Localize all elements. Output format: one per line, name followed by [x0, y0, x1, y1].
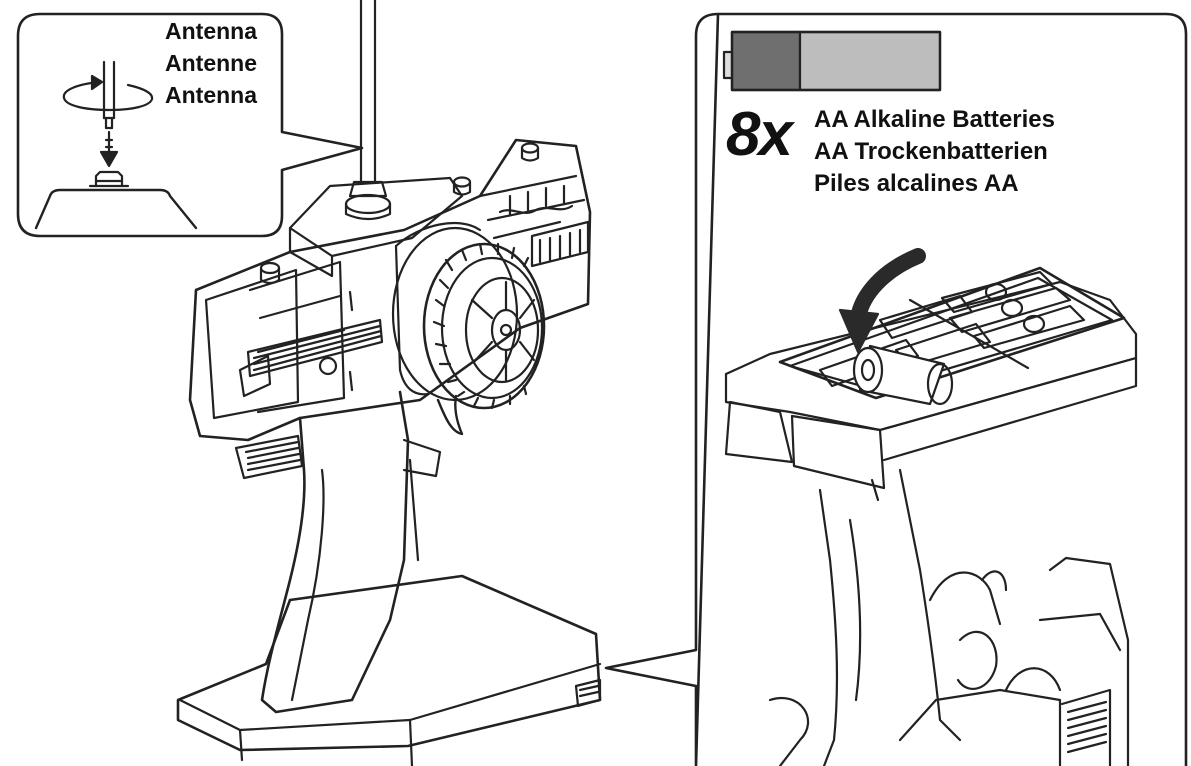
transmitter-illustration — [176, 0, 602, 766]
battery-label-de: AA Trockenbatterien — [814, 138, 1048, 165]
antenna-label-de: Antenne — [165, 50, 257, 76]
screw-down-arrow-icon — [99, 130, 119, 168]
antenna-callout — [16, 12, 364, 238]
battery-label-en: AA Alkaline Batteries — [814, 106, 1055, 133]
insert-arrow-icon — [838, 248, 926, 354]
battery-compartment-illustration — [724, 248, 1138, 766]
steering-wheel-icon — [391, 226, 546, 410]
antenna-label-en: Antenna — [165, 18, 257, 44]
antenna-rod-icon — [102, 60, 116, 130]
battery-count: 8x — [726, 100, 793, 169]
antenna-label-fr: Antenna — [165, 82, 257, 108]
antenna-socket-icon — [34, 170, 198, 230]
aa-battery-icon — [722, 30, 942, 92]
battery-label-fr: Piles alcalines AA — [814, 170, 1019, 197]
rotate-arrow-icon — [62, 74, 154, 112]
inserted-battery-icon — [852, 344, 954, 406]
battery-callout — [604, 12, 1188, 766]
